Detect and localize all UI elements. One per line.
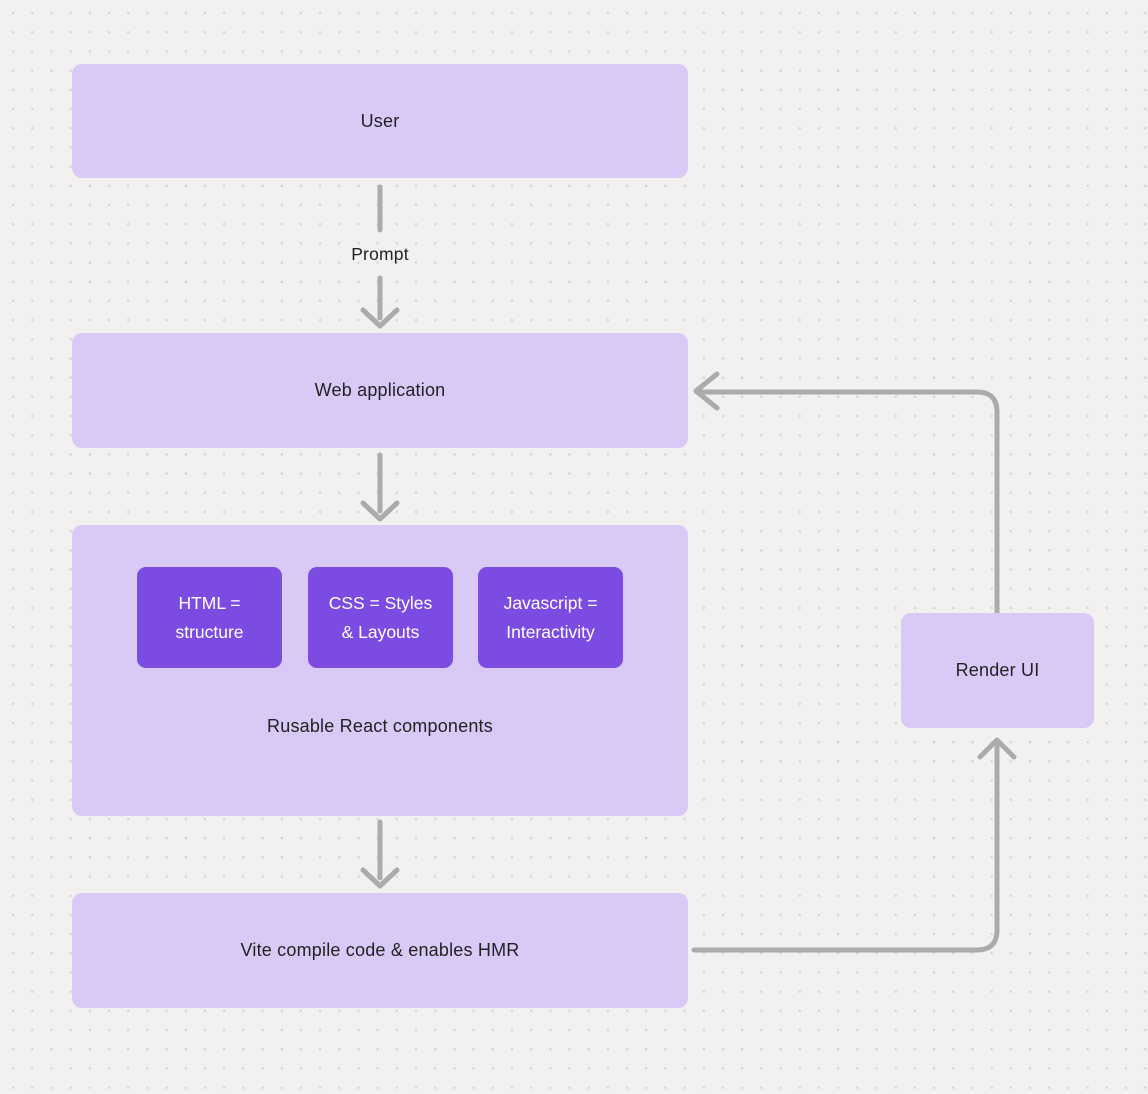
node-javascript: Javascript = Interactivity	[478, 567, 623, 668]
node-css-label: CSS = Styles & Layouts	[328, 592, 433, 642]
arrowhead-left-webapp-icon	[693, 371, 720, 411]
node-user-label: User	[360, 110, 400, 131]
node-javascript-label: Javascript = Interactivity	[503, 592, 598, 642]
node-html: HTML = structure	[137, 567, 282, 668]
node-render-ui: Render UI	[901, 613, 1094, 728]
node-user: User	[72, 64, 688, 178]
node-html-label: HTML = structure	[175, 592, 244, 642]
node-vite: Vite compile code & enables HMR	[72, 893, 688, 1008]
edge-renderui-to-webapp-line	[697, 389, 1000, 616]
arrowhead-up-renderui-icon	[977, 737, 1017, 760]
arrowhead-down-group-icon	[360, 500, 400, 522]
node-web-application-label: Web application	[314, 380, 446, 400]
edge-label-prompt: Prompt	[351, 244, 409, 264]
node-vite-label: Vite compile code & enables HMR	[240, 940, 520, 960]
arrowhead-down-webapp-icon	[360, 307, 400, 329]
node-render-ui-label: Render UI	[955, 660, 1040, 680]
edge-vite-to-renderui-line	[691, 740, 1000, 953]
node-css: CSS = Styles & Layouts	[308, 567, 453, 668]
node-web-application: Web application	[72, 333, 688, 448]
components-group-caption: Rusable React components	[267, 716, 493, 736]
arrowhead-down-vite-icon	[360, 867, 400, 889]
